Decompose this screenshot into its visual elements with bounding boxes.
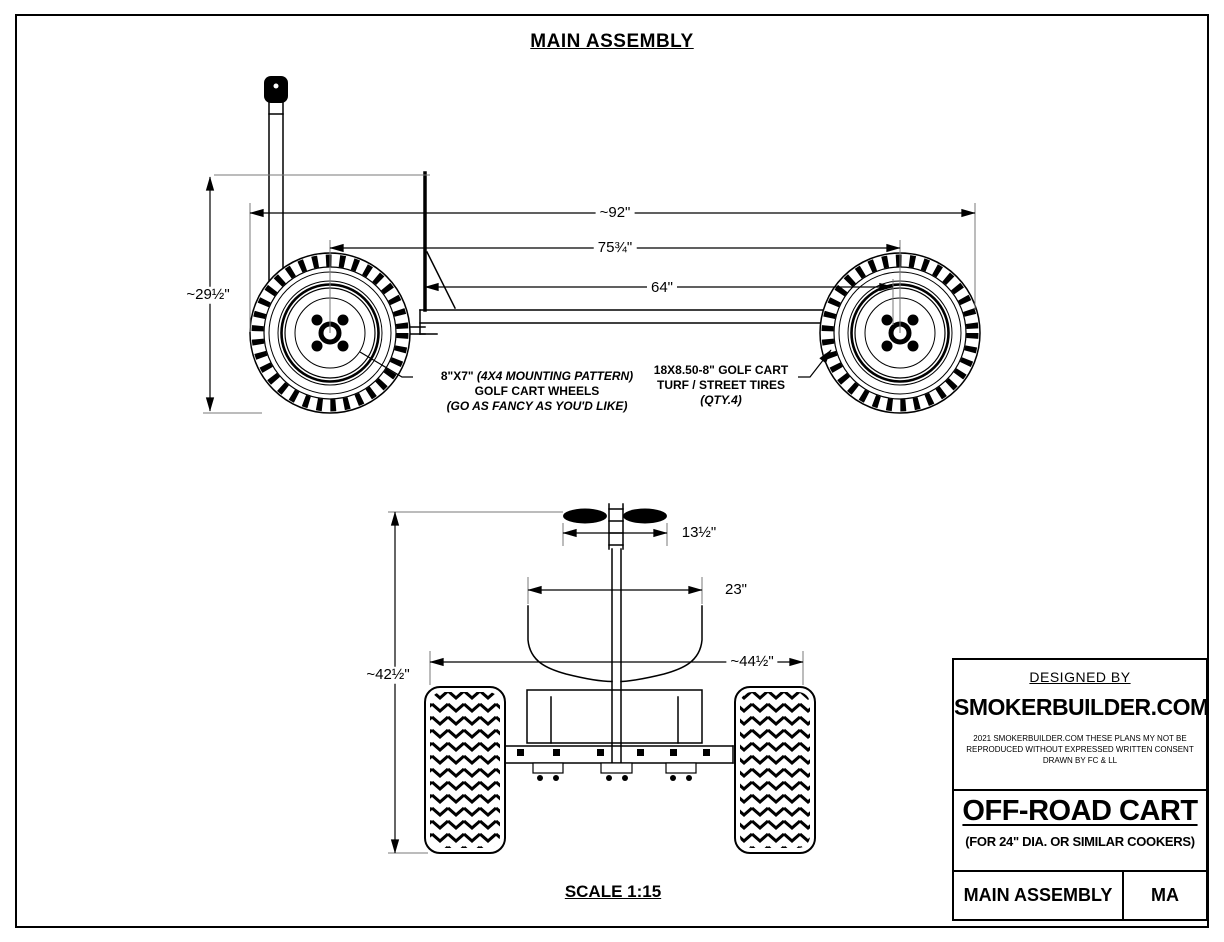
title-block-product-section: OFF-ROAD CART (FOR 24" DIA. OR SIMILAR C…: [954, 789, 1206, 870]
handlebar: [563, 503, 667, 550]
side-view-drawing: [203, 76, 981, 414]
sheet-name: MAIN ASSEMBLY: [963, 885, 1113, 905]
cooker-cradle: [527, 605, 703, 683]
tire-note: 18X8.50-8" GOLF CART TURF / STREET TIRES…: [645, 363, 797, 408]
legal-line: DRAWN BY FC & LL: [1042, 756, 1118, 765]
tire-note-line3: (QTY.4): [700, 393, 742, 407]
axle-assembly: [502, 745, 734, 781]
wheel-note-line3: (GO AS FANCY AS YOU'D LIKE): [446, 399, 628, 413]
product-title: OFF-ROAD CART: [962, 795, 1198, 827]
dim-overall-width-label: ~44½": [726, 653, 778, 671]
company-name: SMOKERBUILDER.COM: [954, 694, 1209, 720]
dim-front-height-label: ~42½": [362, 666, 414, 684]
legal-text: 2021 SMOKERBUILDER.COM THESE PLANS MY NO…: [954, 733, 1206, 766]
product-subtitle: (FOR 24" DIA. OR SIMILAR COOKERS): [965, 834, 1195, 849]
left-front-tire: [424, 686, 506, 854]
frame-rails: [419, 309, 859, 335]
legal-line: 2021 SMOKERBUILDER.COM THESE PLANS MY NO…: [973, 734, 1187, 743]
side-view-leaders: [359, 349, 832, 378]
side-view-extension-lines: [203, 174, 976, 414]
wheel-note-line1: 8"X7" (4X4 MOUNTING PATTERN): [440, 369, 634, 383]
center-post: [611, 548, 622, 763]
dim-side-height-label: ~29½": [182, 286, 234, 304]
designed-by-label: DESIGNED BY: [1029, 669, 1131, 685]
scale-label: SCALE 1:15: [564, 882, 662, 901]
dim-cradle-width-label: 23": [720, 581, 752, 599]
tire-note-line2: TURF / STREET TIRES: [656, 378, 785, 392]
title-block: DESIGNED BY SMOKERBUILDER.COM 2021 SMOKE…: [952, 658, 1209, 921]
wheel-note-line2: GOLF CART WHEELS: [474, 384, 600, 398]
title-block-designer-section: DESIGNED BY SMOKERBUILDER.COM 2021 SMOKE…: [954, 660, 1209, 789]
page-border: [15, 14, 1209, 928]
right-front-tire: [734, 686, 816, 854]
dim-axle-spacing-label: 75¾": [593, 239, 637, 257]
tire-note-line1: 18X8.50-8" GOLF CART: [653, 363, 789, 377]
legal-line: REPRODUCED WITHOUT EXPRESSED WRITTEN CON…: [966, 745, 1194, 754]
title-block-sheet-section: MAIN ASSEMBLY MA: [954, 870, 1206, 919]
sheet-code: MA: [1122, 872, 1206, 919]
front-view-drawing: [388, 503, 816, 854]
cradle-upright: [423, 171, 457, 312]
dim-handle-width-label: 13½": [677, 524, 721, 542]
wheel-note: 8"X7" (4X4 MOUNTING PATTERN) GOLF CART W…: [408, 369, 666, 414]
frame-box: [526, 689, 703, 744]
dim-overall-length-label: ~92": [595, 204, 635, 222]
dim-frame-length-label: 64": [646, 279, 678, 297]
page-title: MAIN ASSEMBLY: [530, 31, 694, 52]
